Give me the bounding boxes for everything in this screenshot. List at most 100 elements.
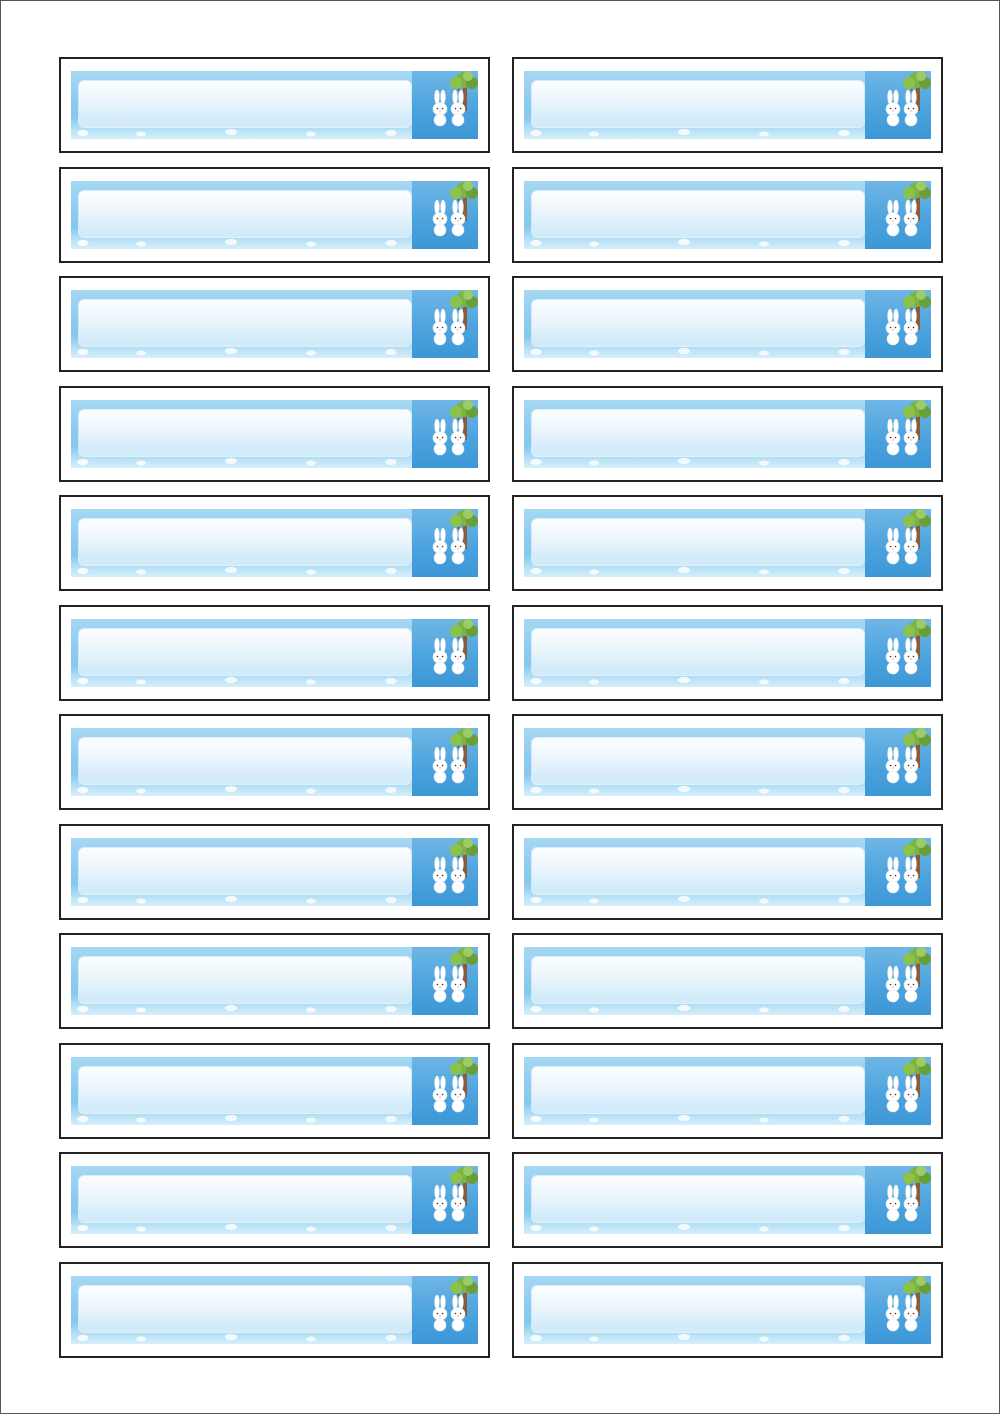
bunny-pair-icon	[885, 1075, 919, 1112]
label-artwork	[71, 71, 478, 139]
label-corner-scene	[865, 180, 931, 249]
label-corner-scene	[412, 290, 478, 358]
label-2	[512, 57, 943, 153]
label-artwork	[524, 837, 931, 906]
bunny-pair-icon	[885, 527, 919, 565]
label-writing-area[interactable]	[79, 300, 411, 346]
tree-icon	[450, 618, 478, 659]
label-artwork	[71, 399, 478, 468]
label-corner-scene	[865, 290, 931, 358]
tree-icon	[450, 290, 478, 330]
label-18	[512, 933, 943, 1029]
bunny-pair-icon	[432, 856, 466, 893]
label-writing-area[interactable]	[532, 300, 864, 346]
label-writing-area[interactable]	[79, 738, 411, 784]
label-artwork	[71, 728, 478, 796]
label-corner-scene	[865, 837, 931, 906]
label-writing-area[interactable]	[79, 1066, 411, 1113]
label-writing-area[interactable]	[532, 847, 864, 894]
bunny-pair-icon	[432, 965, 466, 1003]
tree-icon	[450, 399, 478, 440]
label-artwork	[524, 509, 931, 577]
label-writing-area[interactable]	[532, 1285, 864, 1332]
label-writing-area[interactable]	[532, 738, 864, 784]
bunny-pair-icon	[885, 1294, 919, 1331]
tree-icon	[450, 947, 478, 987]
bunny-pair-icon	[885, 199, 919, 236]
tree-icon	[450, 1275, 478, 1316]
label-writing-area[interactable]	[79, 1176, 411, 1222]
tree-icon	[903, 947, 931, 987]
label-23	[59, 1261, 490, 1358]
label-writing-area[interactable]	[532, 957, 864, 1003]
bunny-pair-icon	[432, 1075, 466, 1112]
label-writing-area[interactable]	[79, 957, 411, 1003]
label-24	[512, 1261, 943, 1358]
label-corner-scene	[412, 1166, 478, 1234]
label-artwork	[524, 180, 931, 249]
label-writing-area[interactable]	[532, 409, 864, 456]
label-19	[59, 1042, 490, 1139]
label-writing-area[interactable]	[532, 1066, 864, 1113]
label-writing-area[interactable]	[79, 847, 411, 894]
label-artwork	[71, 837, 478, 906]
label-12	[512, 604, 943, 701]
label-7	[59, 385, 490, 482]
label-22	[512, 1152, 943, 1248]
label-writing-area[interactable]	[79, 628, 411, 675]
bunny-pair-icon	[432, 527, 466, 565]
label-9	[59, 495, 490, 591]
bunny-pair-icon	[885, 89, 919, 127]
label-artwork	[71, 180, 478, 249]
bunny-pair-icon	[885, 965, 919, 1003]
label-writing-area[interactable]	[79, 409, 411, 456]
label-writing-area[interactable]	[79, 1285, 411, 1332]
label-artwork	[71, 618, 478, 687]
label-writing-area[interactable]	[79, 190, 411, 237]
bunny-pair-icon	[432, 418, 466, 455]
label-corner-scene	[412, 1275, 478, 1344]
tree-icon	[903, 71, 931, 111]
label-writing-area[interactable]	[532, 81, 864, 127]
label-6	[512, 276, 943, 372]
label-corner-scene	[865, 1056, 931, 1125]
label-corner-scene	[412, 947, 478, 1015]
label-21	[59, 1152, 490, 1248]
tree-icon	[450, 728, 478, 768]
bunny-pair-icon	[432, 308, 466, 346]
tree-icon	[903, 728, 931, 768]
label-artwork	[524, 399, 931, 468]
label-writing-area[interactable]	[532, 1176, 864, 1222]
label-1	[59, 57, 490, 153]
label-writing-area[interactable]	[532, 190, 864, 237]
label-corner-scene	[865, 399, 931, 468]
label-writing-area[interactable]	[79, 81, 411, 127]
bunny-pair-icon	[885, 746, 919, 784]
label-writing-area[interactable]	[532, 519, 864, 565]
tree-icon	[450, 1056, 478, 1097]
tree-icon	[903, 180, 931, 221]
tree-icon	[450, 71, 478, 111]
label-corner-scene	[412, 71, 478, 139]
label-11	[59, 604, 490, 701]
bunny-pair-icon	[432, 746, 466, 784]
label-corner-scene	[865, 1275, 931, 1344]
bunny-pair-icon	[432, 89, 466, 127]
label-writing-area[interactable]	[532, 628, 864, 675]
label-artwork	[524, 728, 931, 796]
label-corner-scene	[412, 618, 478, 687]
bunny-pair-icon	[885, 1184, 919, 1222]
label-corner-scene	[412, 180, 478, 249]
bunny-pair-icon	[885, 418, 919, 455]
label-artwork	[71, 290, 478, 358]
bunny-pair-icon	[432, 199, 466, 236]
label-corner-scene	[412, 399, 478, 468]
label-corner-scene	[412, 728, 478, 796]
label-corner-scene	[865, 71, 931, 139]
label-writing-area[interactable]	[79, 519, 411, 565]
bunny-pair-icon	[432, 637, 466, 674]
label-10	[512, 495, 943, 591]
label-grid	[59, 57, 943, 1358]
label-16	[512, 823, 943, 920]
